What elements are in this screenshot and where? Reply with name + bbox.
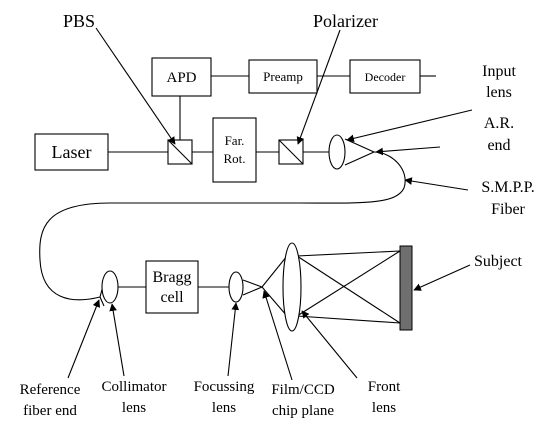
preamp-label: Preamp — [263, 69, 303, 84]
ar-end-label-line2: end — [487, 137, 510, 154]
pbs-cube — [167, 139, 193, 165]
subject-label: Subject — [474, 253, 523, 270]
ar-end-label-line1: A.R. — [484, 115, 514, 132]
reference-fiber-end-label-line2: fiber end — [23, 403, 77, 419]
reference-fiber-end-label-line1: Reference — [20, 382, 81, 398]
apd-label: APD — [166, 70, 196, 86]
faraday-rotator-label-line2: Rot. — [223, 151, 245, 166]
collimator-lens — [101, 270, 119, 304]
focussing-lens — [228, 271, 244, 303]
label-arrows — [67, 27, 473, 381]
front-lens-label-line2: lens — [372, 400, 396, 416]
smpp-fiber-label-line2: Fiber — [491, 201, 525, 218]
bragg-cell-box — [145, 260, 199, 314]
laser-label: Laser — [52, 142, 92, 162]
polarizer-cube — [278, 139, 304, 165]
collimator-lens-label-line2: lens — [122, 400, 146, 416]
input-lens-label-line2: lens — [486, 84, 512, 101]
decoder-label: Decoder — [365, 70, 406, 84]
focussing-lens-label-line1: Focussing — [194, 379, 255, 395]
faraday-rotator-box — [212, 117, 257, 183]
smpp-fiber-label-line1: S.M.P.P. — [481, 179, 534, 196]
bragg-cell-label-line2: cell — [160, 289, 184, 306]
laser-box — [34, 133, 109, 171]
collimator-lens-label-line1: Collimator — [102, 379, 167, 395]
bottom-beam-path — [99, 250, 401, 324]
input-lens — [328, 134, 375, 170]
preamp-box — [248, 59, 318, 94]
film-ccd-label-line1: Film/CCD — [271, 382, 335, 398]
subject-block — [399, 245, 413, 331]
focussing-lens-label-line2: lens — [212, 400, 236, 416]
bragg-cell-label-line1: Bragg — [152, 269, 191, 286]
film-ccd-label-line2: chip plane — [272, 403, 334, 419]
apd-box — [151, 57, 212, 97]
front-lens-label-line1: Front — [368, 379, 401, 395]
pbs-label: PBS — [63, 11, 95, 31]
polarizer-label: Polarizer — [313, 11, 378, 31]
faraday-rotator-label-line1: Far. — [225, 133, 245, 148]
input-lens-label-line1: Input — [482, 63, 516, 80]
decoder-box — [349, 59, 421, 94]
front-lens — [282, 242, 302, 332]
